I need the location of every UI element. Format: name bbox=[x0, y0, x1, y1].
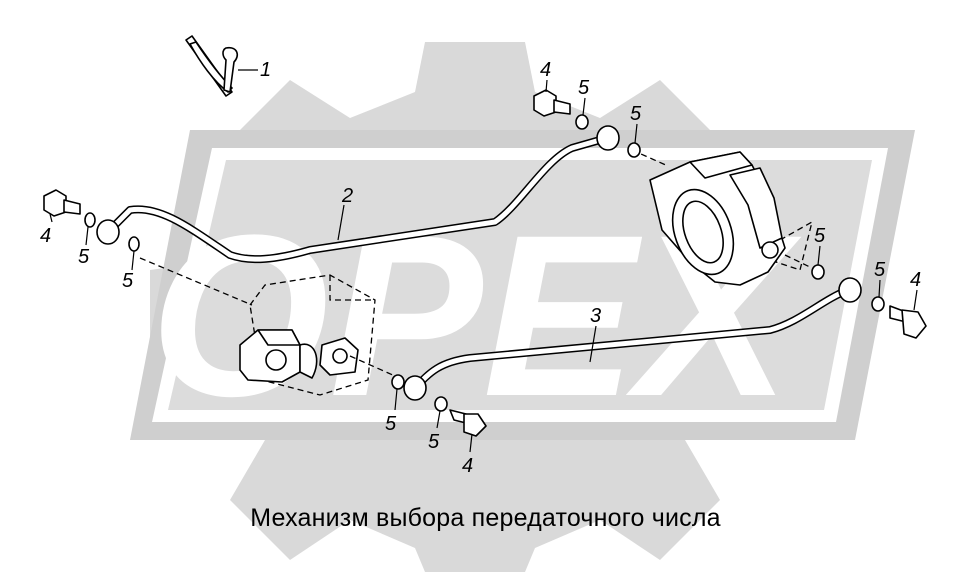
callout-5-right-a: 5 bbox=[814, 225, 826, 247]
washer-top-b bbox=[627, 142, 641, 158]
callout-4-right: 4 bbox=[910, 269, 921, 291]
bolt-4-right bbox=[889, 305, 927, 339]
washer-bottom-b bbox=[434, 396, 448, 412]
washer-top-a bbox=[575, 114, 589, 130]
callout-5-bottom-a: 5 bbox=[385, 413, 397, 435]
bolt-4-top bbox=[533, 89, 571, 117]
washer-left-a bbox=[84, 212, 96, 228]
washer-right-b bbox=[871, 296, 885, 312]
bolt-4-left bbox=[43, 189, 81, 217]
pipe-2 bbox=[96, 125, 620, 264]
part-1-clamp bbox=[185, 35, 258, 97]
pipe-3-right-nut bbox=[838, 277, 862, 303]
diagram-caption: Механизм выбора передаточного числа bbox=[250, 504, 721, 532]
callout-5-top-b: 5 bbox=[630, 103, 642, 125]
callout-5-left-a: 5 bbox=[78, 246, 90, 268]
callout-3: 3 bbox=[590, 305, 601, 327]
washer-bottom-a bbox=[391, 374, 405, 390]
right-actuator-housing bbox=[631, 149, 813, 286]
pipe-3 bbox=[403, 277, 862, 401]
callout-4-bottom: 4 bbox=[462, 455, 473, 477]
bolt-4-bottom bbox=[449, 409, 487, 437]
callout-5-right-b: 5 bbox=[874, 259, 886, 281]
washers-5 bbox=[84, 114, 885, 412]
washer-left-b bbox=[128, 236, 140, 252]
callout-5-top-a: 5 bbox=[578, 77, 590, 99]
callout-5-bottom-b: 5 bbox=[428, 431, 440, 453]
pipe-2-right-nut bbox=[596, 125, 620, 151]
left-actuator-housing bbox=[139, 257, 396, 396]
callout-4-top: 4 bbox=[540, 59, 551, 81]
washer-right-a bbox=[811, 264, 825, 280]
callout-2: 2 bbox=[341, 185, 353, 207]
watermark-logo: OPEX bbox=[130, 42, 915, 572]
callout-4-left: 4 bbox=[40, 225, 51, 247]
pipe-2-left-nut bbox=[96, 219, 120, 245]
callout-5-left-b: 5 bbox=[122, 270, 134, 292]
callout-1: 1 bbox=[260, 59, 271, 81]
leader-lines bbox=[49, 79, 918, 453]
pipe-3-left-nut bbox=[403, 375, 427, 401]
